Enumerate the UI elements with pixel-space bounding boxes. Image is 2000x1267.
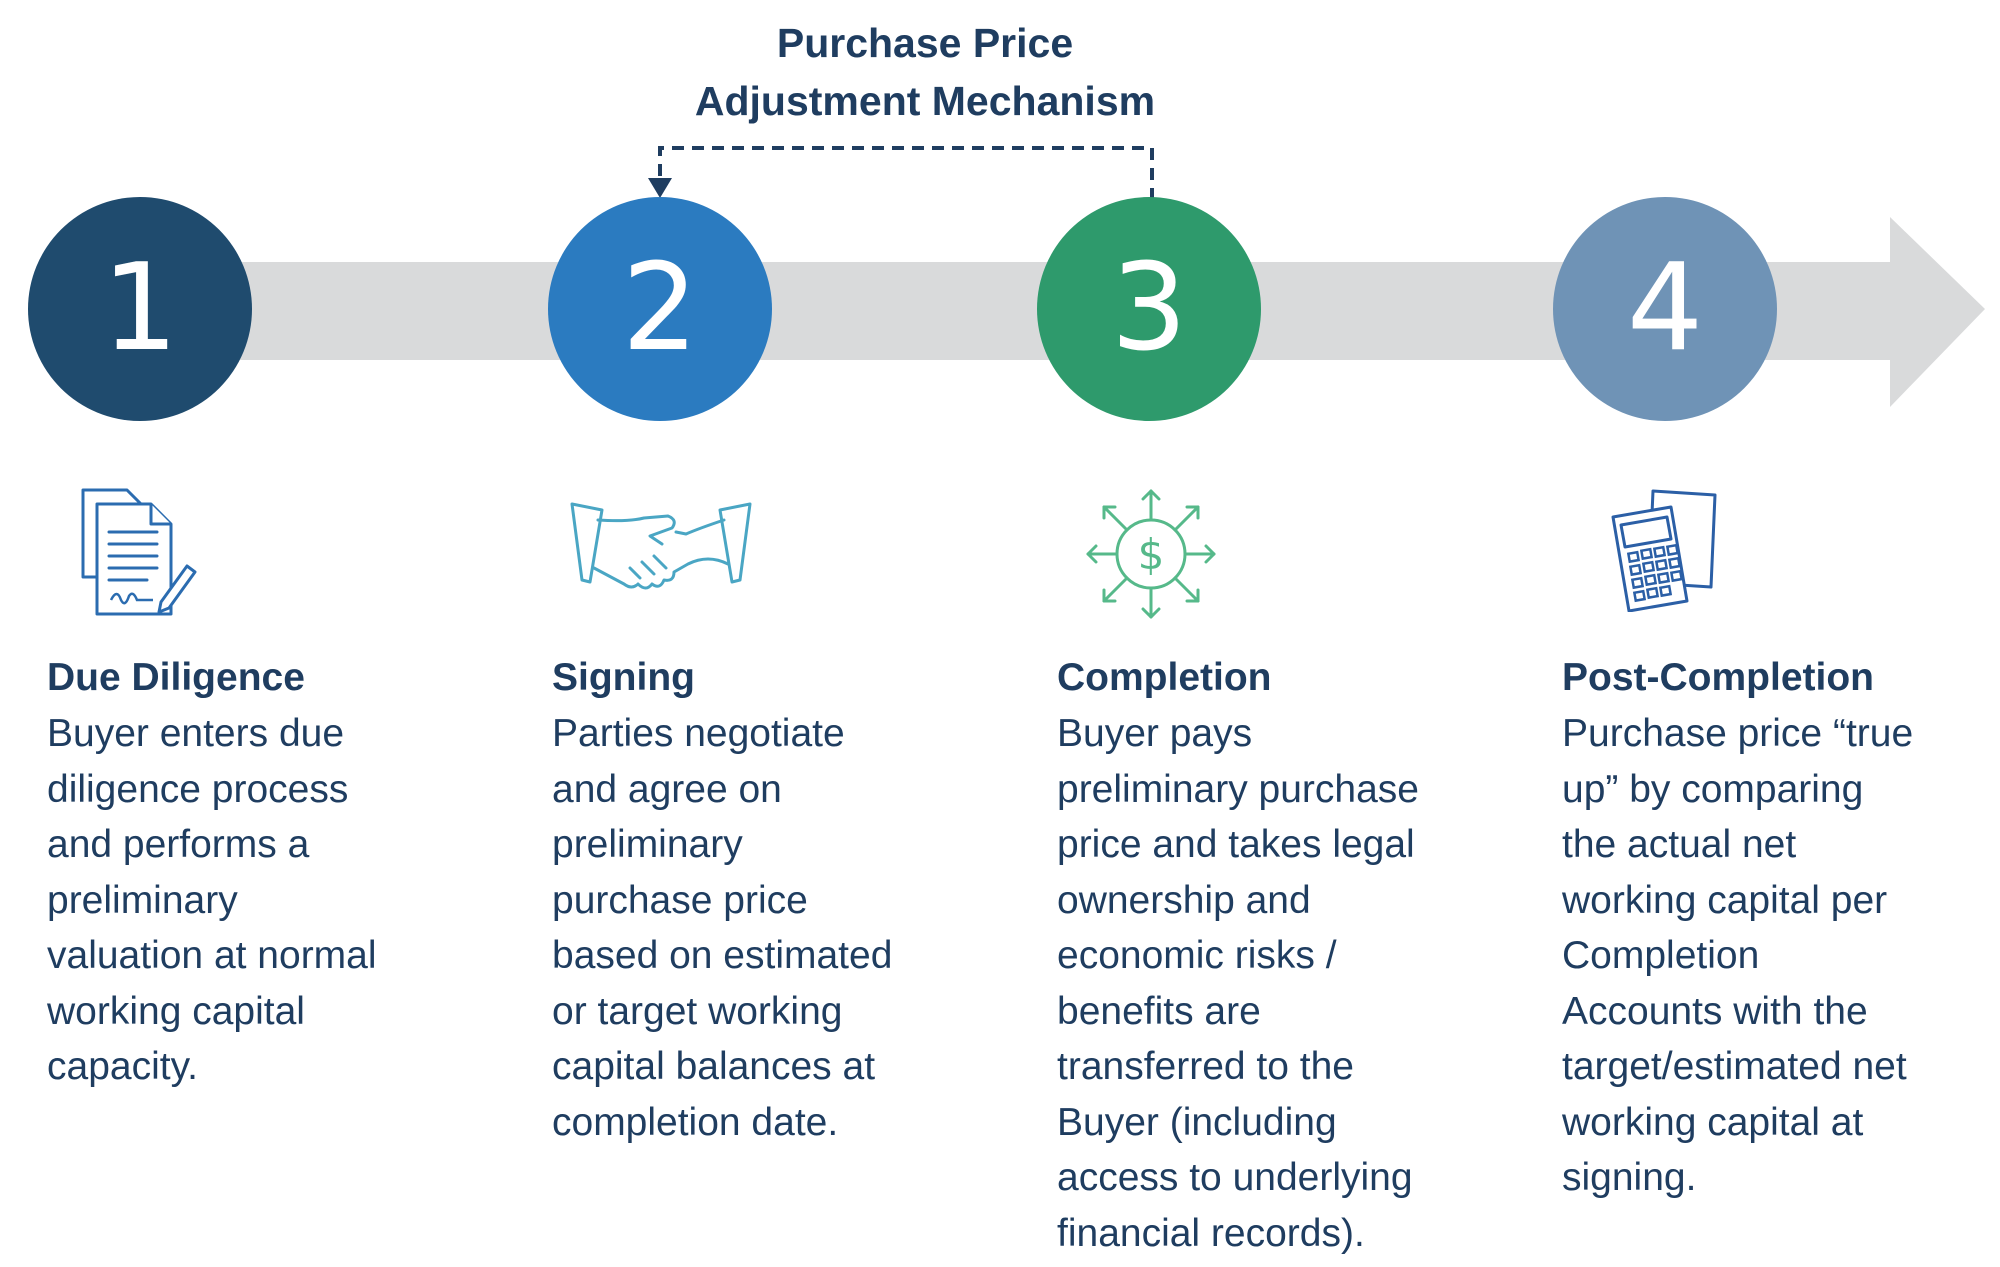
step-1-line: and performs a: [47, 823, 310, 866]
step-2-heading: Signing: [552, 656, 695, 699]
step-1-line: capacity.: [47, 1045, 199, 1088]
step-4-body: Purchase price “true up” by comparing th…: [1562, 706, 1972, 1206]
step-1-description: Due Diligence Buyer enters due diligence…: [47, 650, 457, 1095]
step-3-line: Buyer (including: [1057, 1100, 1337, 1144]
title-line-1: Purchase Price: [776, 20, 1074, 66]
step-2-line: capital balances at: [552, 1045, 876, 1088]
step-3-circle: 3: [1037, 197, 1261, 421]
diagram-title: Purchase Price Adjustment Mechanism: [560, 14, 1290, 130]
document-signature-icon: [81, 488, 197, 616]
step-3-line: price and takes legal: [1057, 823, 1415, 866]
step-3-line: transferred to the: [1057, 1045, 1354, 1088]
step-4-line: target/estimated net: [1562, 1045, 1907, 1088]
handshake-icon: [570, 502, 752, 590]
step-1-circle: 1: [28, 197, 252, 421]
step-3-heading: Completion: [1057, 656, 1272, 699]
step-1-line: preliminary: [47, 878, 238, 922]
step-1-line: Buyer enters due: [47, 712, 345, 755]
step-4-line: Purchase price “true: [1562, 712, 1914, 755]
dollar-arrows-icon: $: [1086, 489, 1216, 619]
step-1-number: 1: [101, 239, 179, 378]
step-4-description: Post-Completion Purchase price “true up”…: [1562, 650, 1972, 1206]
step-4-line: working capital per: [1562, 878, 1888, 922]
step-2-body: Parties negotiate and agree on prelimina…: [552, 706, 962, 1150]
step-2-line: completion date.: [552, 1100, 839, 1144]
step-3-line: ownership and: [1057, 878, 1311, 922]
step-3-body: Buyer pays preliminary purchase price an…: [1057, 706, 1467, 1261]
step-4-number: 4: [1626, 239, 1704, 378]
step-2-line: preliminary: [552, 823, 743, 866]
step-3-line: financial records).: [1057, 1211, 1365, 1255]
step-1-line: working capital: [47, 989, 305, 1033]
step-1-line: valuation at normal: [47, 934, 377, 977]
step-4-line: the actual net: [1562, 823, 1797, 866]
step-4-line: signing.: [1562, 1156, 1697, 1199]
step-4-line: up” by comparing: [1562, 767, 1864, 811]
step-4-circle: 4: [1553, 197, 1777, 421]
step-4-line: Completion: [1562, 934, 1760, 977]
step-3-line: access to underlying: [1057, 1156, 1413, 1199]
step-2-number: 2: [621, 239, 699, 378]
step-3-line: preliminary purchase: [1057, 767, 1419, 811]
step-3-line: benefits are: [1057, 989, 1261, 1033]
step-4-line: Accounts with the: [1562, 989, 1868, 1033]
step-3-number: 3: [1110, 239, 1188, 378]
step-4-line: working capital at: [1562, 1100, 1864, 1144]
step-3-line: Buyer pays: [1057, 712, 1253, 755]
step-3-description: Completion Buyer pays preliminary purcha…: [1057, 650, 1467, 1261]
step-2-line: and agree on: [552, 767, 782, 811]
step-2-line: Parties negotiate: [552, 712, 845, 755]
step-2-line: based on estimated: [552, 934, 893, 977]
step-4-heading: Post-Completion: [1562, 656, 1874, 699]
step-2-circle: 2: [548, 197, 772, 421]
step-1-heading: Due Diligence: [47, 656, 305, 699]
step-1-body: Buyer enters due diligence process and p…: [47, 706, 457, 1095]
adjustment-connector-line: [658, 146, 1154, 200]
step-1-line: diligence process: [47, 767, 349, 811]
step-2-line: purchase price: [552, 878, 808, 922]
title-line-2: Adjustment Mechanism: [694, 78, 1156, 124]
step-3-line: economic risks /: [1057, 934, 1337, 977]
step-2-line: or target working: [552, 989, 843, 1033]
step-2-description: Signing Parties negotiate and agree on p…: [552, 650, 962, 1150]
svg-text:$: $: [1138, 530, 1165, 579]
calculator-icon: [1611, 489, 1717, 612]
adjustment-connector-arrowhead: [648, 178, 672, 198]
